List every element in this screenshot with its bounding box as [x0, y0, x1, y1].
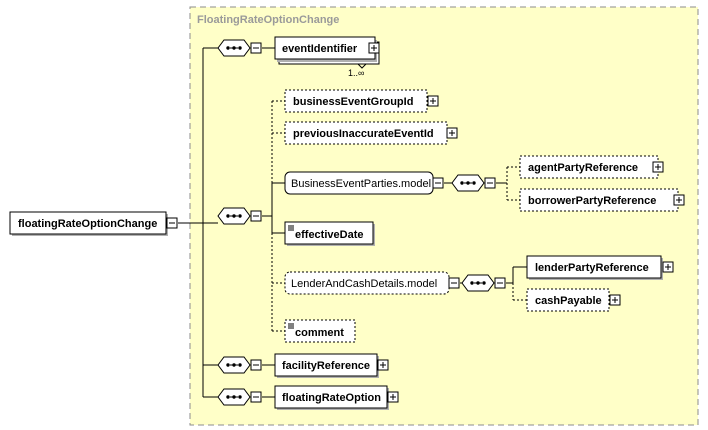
element-cashPayable-label: cashPayable: [535, 295, 602, 307]
element-cashPayable[interactable]: cashPayable: [526, 288, 621, 312]
occurrence-label: 1..∞: [348, 68, 364, 78]
sequence-compositor-2: [217, 207, 262, 225]
sequence-compositor-parties: [451, 174, 496, 192]
element-businessEventGroupId-label: businessEventGroupId: [293, 96, 413, 108]
element-borrowerPartyReference[interactable]: borrowerPartyReference: [519, 188, 685, 212]
element-comment[interactable]: comment: [284, 319, 356, 343]
connectors: [178, 47, 527, 398]
element-agentPartyReference[interactable]: agentPartyReference: [519, 155, 664, 179]
group-LenderAndCashDetailsModel[interactable]: LenderAndCashDetails.model: [284, 271, 460, 295]
element-borrowerPartyReference-label: borrowerPartyReference: [528, 195, 656, 207]
element-facilityReference[interactable]: facilityReference: [274, 353, 389, 378]
group-BusinessEventPartiesModel[interactable]: BusinessEventParties.model: [284, 171, 444, 195]
root-element-label: floatingRateOptionChange: [18, 218, 157, 230]
element-lenderPartyReference[interactable]: lenderPartyReference: [526, 255, 674, 280]
element-businessEventGroupId[interactable]: businessEventGroupId: [284, 89, 439, 113]
element-previousInaccurateEventId-label: previousInaccurateEventId: [293, 128, 434, 140]
element-eventIdentifier[interactable]: eventIdentifier 1..∞: [274, 36, 380, 78]
simple-content-icon: [288, 323, 294, 329]
element-facilityReference-label: facilityReference: [282, 360, 370, 372]
simple-content-icon: [288, 225, 294, 231]
group-BusinessEventPartiesModel-label: BusinessEventParties.model: [291, 178, 431, 190]
group-LenderAndCashDetailsModel-label: LenderAndCashDetails.model: [291, 278, 437, 290]
sequence-compositor-4: [217, 388, 262, 406]
element-eventIdentifier-label: eventIdentifier: [282, 43, 358, 55]
element-floatingRateOption-label: floatingRateOption: [282, 392, 381, 404]
group-title: FloatingRateOptionChange: [197, 14, 339, 26]
root-element[interactable]: floatingRateOptionChange: [9, 211, 178, 236]
element-previousInaccurateEventId[interactable]: previousInaccurateEventId: [284, 121, 458, 145]
sequence-compositor-3: [217, 356, 262, 374]
element-lenderPartyReference-label: lenderPartyReference: [535, 262, 649, 274]
element-effectiveDate-label: effectiveDate: [295, 229, 363, 241]
element-floatingRateOption[interactable]: floatingRateOption: [274, 385, 399, 410]
element-effectiveDate[interactable]: effectiveDate: [284, 221, 375, 246]
sequence-compositor-1: [217, 39, 262, 57]
sequence-compositor-lender: [461, 274, 506, 292]
element-agentPartyReference-label: agentPartyReference: [528, 162, 638, 174]
element-comment-label: comment: [295, 327, 344, 339]
